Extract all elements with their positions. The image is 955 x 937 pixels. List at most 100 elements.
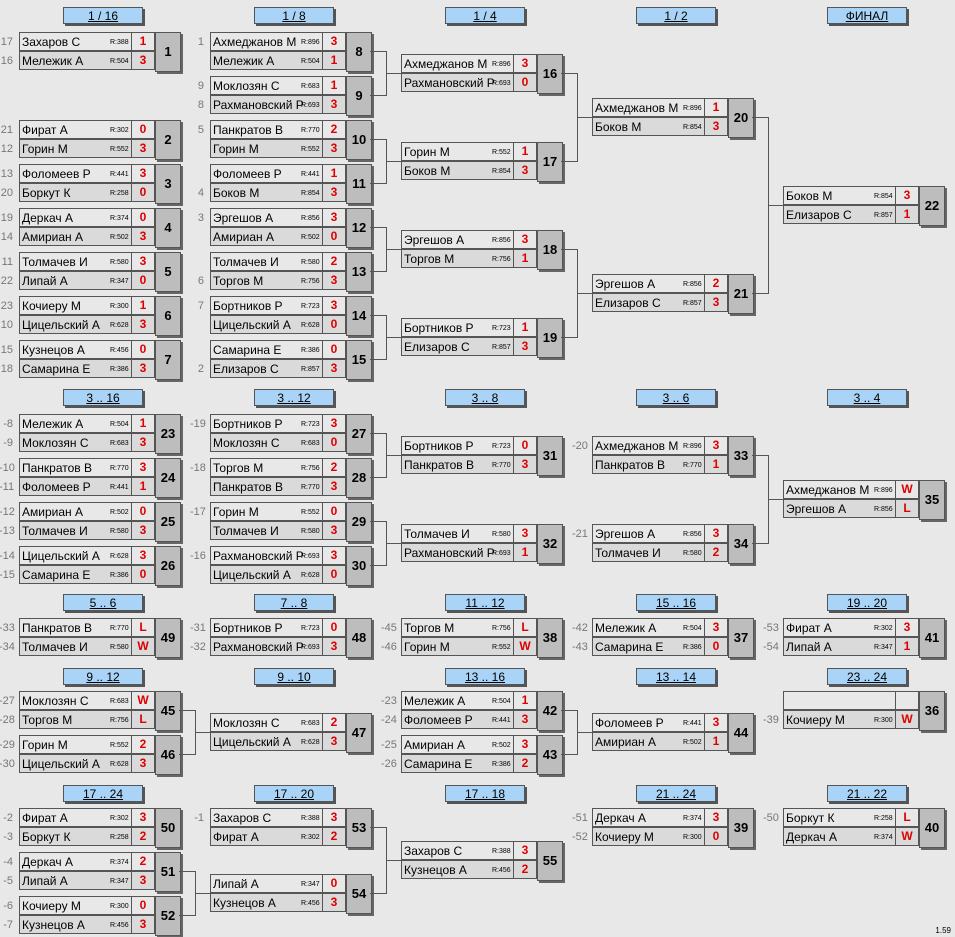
player-row[interactable] (783, 691, 919, 710)
